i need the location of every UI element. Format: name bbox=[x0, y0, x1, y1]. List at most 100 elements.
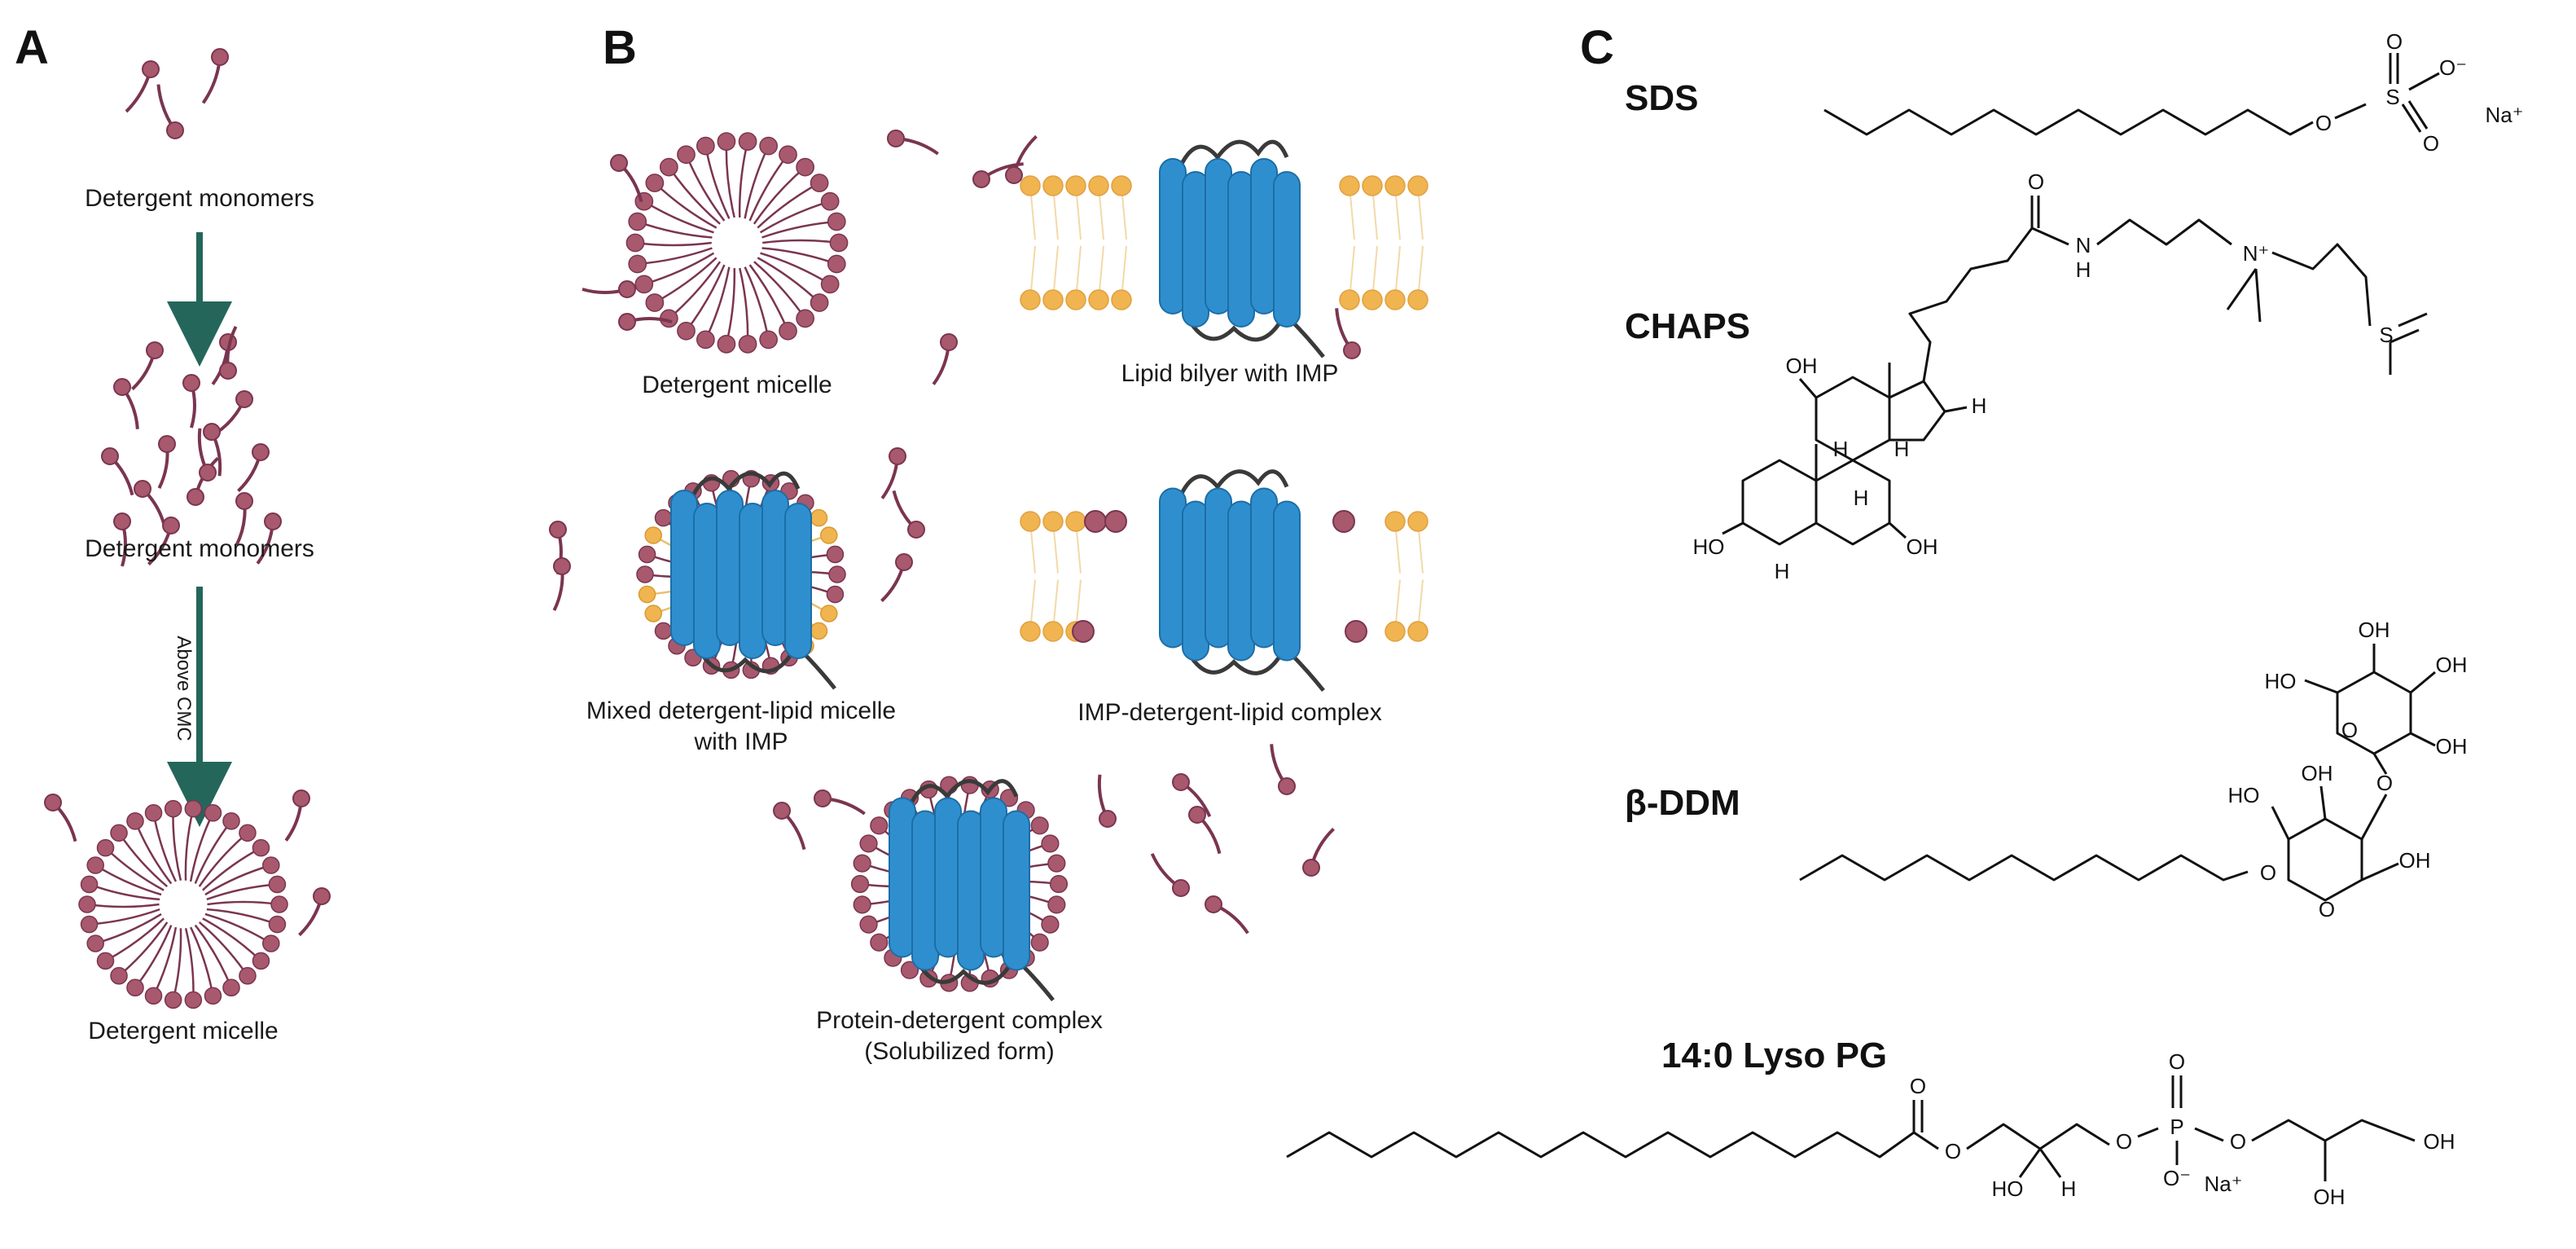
micelle-head bbox=[850, 874, 870, 894]
detergent-head bbox=[44, 794, 62, 811]
lysopg-o-ester: O bbox=[1945, 1139, 1961, 1163]
sds-structure: SDS O S O O⁻ O Na⁺ bbox=[1625, 29, 2523, 156]
chaps-ho-3: HO bbox=[1693, 534, 1725, 559]
protein-loop bbox=[1289, 652, 1325, 693]
micelle-head bbox=[78, 895, 96, 913]
lipid-head bbox=[1385, 511, 1406, 532]
lipid-head bbox=[820, 605, 838, 622]
lipid-head bbox=[1407, 511, 1428, 532]
imp-detergent-lipid-complex bbox=[1020, 469, 1428, 693]
label-detergent-micelle-b: Detergent micelle bbox=[642, 372, 832, 398]
ddm-structure: β-DDM O O O O HO OH OH HO OH OH OH bbox=[1625, 618, 2468, 921]
micelle-head bbox=[634, 275, 654, 294]
ddm-o-link: O bbox=[2376, 771, 2393, 795]
detergent-head bbox=[1343, 341, 1361, 359]
micelle-head bbox=[677, 321, 696, 341]
chaps-n: N bbox=[2076, 233, 2091, 257]
sds-chain bbox=[1823, 108, 2314, 136]
label-imp-complex: IMP-detergent-lipid complex bbox=[1077, 699, 1382, 726]
micelle-head bbox=[900, 961, 919, 979]
micelle-head bbox=[738, 132, 757, 152]
micelle-head bbox=[779, 145, 797, 165]
detergent-head bbox=[113, 378, 131, 396]
detergent-head bbox=[166, 121, 184, 139]
detergent-head bbox=[313, 887, 331, 905]
micelle-head bbox=[252, 952, 270, 970]
label-detergent-monomers-middle: Detergent monomers bbox=[85, 535, 314, 562]
sds-o1: O bbox=[2315, 111, 2332, 135]
protein-loop bbox=[698, 650, 792, 674]
micelle-head bbox=[759, 330, 779, 350]
protein-loop bbox=[908, 779, 1019, 806]
ddm-oh-3: OH bbox=[2399, 848, 2431, 873]
detergent-head bbox=[1188, 806, 1206, 824]
sds-o3: O bbox=[2423, 131, 2439, 156]
chaps-s: S bbox=[2379, 323, 2393, 347]
detergent-head bbox=[1302, 859, 1320, 877]
lipid-head bbox=[1088, 289, 1109, 310]
micelle-head bbox=[126, 812, 144, 830]
detergent-head bbox=[1172, 879, 1190, 897]
protein-loop bbox=[1019, 961, 1055, 1002]
micelle-tail bbox=[739, 267, 749, 345]
micelle-head bbox=[853, 895, 871, 914]
lipid-head bbox=[644, 605, 662, 622]
detergent-head bbox=[814, 789, 832, 807]
micelle-head bbox=[654, 508, 673, 527]
lipid-head bbox=[1339, 175, 1360, 196]
mixed-micelle-with-imp bbox=[636, 469, 846, 690]
chaps-h-14: H bbox=[1894, 437, 1910, 461]
micelle-head bbox=[829, 233, 849, 253]
micelle-head bbox=[820, 275, 840, 294]
micelle-head bbox=[659, 157, 678, 177]
protein-helix bbox=[1273, 500, 1301, 662]
micelle-head bbox=[1047, 854, 1066, 873]
protein-detergent-complex bbox=[850, 776, 1069, 1002]
micelle-head bbox=[1041, 915, 1060, 934]
micelle-head bbox=[204, 803, 222, 822]
lipid-head bbox=[1065, 175, 1086, 196]
micelle-head bbox=[1049, 874, 1069, 894]
lipid-head bbox=[1042, 511, 1064, 532]
protein-loop bbox=[690, 471, 801, 499]
lipid-head bbox=[1020, 289, 1041, 310]
ddm-oh-6: OH bbox=[2436, 653, 2468, 677]
lipid-head bbox=[1020, 175, 1041, 196]
detergent-head bbox=[142, 60, 160, 78]
detergent-monomers-top bbox=[125, 48, 229, 139]
label-mixed-micelle-1: Mixed detergent-lipid micelle bbox=[586, 697, 896, 724]
lipid-head bbox=[1111, 175, 1132, 196]
detergent-head bbox=[549, 521, 567, 539]
micelle-head bbox=[820, 191, 840, 211]
micelle-head bbox=[270, 895, 288, 913]
micelle-tail bbox=[761, 247, 837, 266]
micelle-head bbox=[110, 966, 128, 985]
micelle-head bbox=[696, 330, 715, 350]
detergent-head bbox=[162, 517, 180, 534]
detergent-head bbox=[1345, 620, 1367, 643]
panel-label-c: C bbox=[1580, 21, 1614, 74]
micelle-head bbox=[628, 212, 647, 231]
micelle-tail bbox=[762, 239, 840, 244]
micelle-head bbox=[796, 309, 815, 328]
micelle-head bbox=[222, 812, 240, 830]
detergent-head bbox=[101, 447, 119, 465]
lipid-head bbox=[1407, 175, 1428, 196]
detergent-head bbox=[887, 130, 905, 147]
detergent-head bbox=[219, 362, 237, 380]
detergent-head bbox=[1104, 510, 1127, 533]
detergent-head bbox=[1332, 510, 1355, 533]
detergent-head bbox=[972, 170, 990, 188]
lipid-head bbox=[810, 508, 828, 527]
micelle-head bbox=[184, 799, 203, 818]
detergent-head bbox=[235, 390, 253, 408]
protein-loop bbox=[1178, 139, 1289, 167]
micelle-head bbox=[654, 622, 673, 640]
micelle-head bbox=[853, 854, 871, 873]
detergent-head bbox=[618, 280, 636, 298]
sds-o-minus: O⁻ bbox=[2439, 55, 2467, 80]
micelle-head bbox=[828, 565, 846, 583]
lysopg-p: P bbox=[2170, 1115, 2183, 1139]
chaps-nh-h: H bbox=[2076, 257, 2091, 282]
